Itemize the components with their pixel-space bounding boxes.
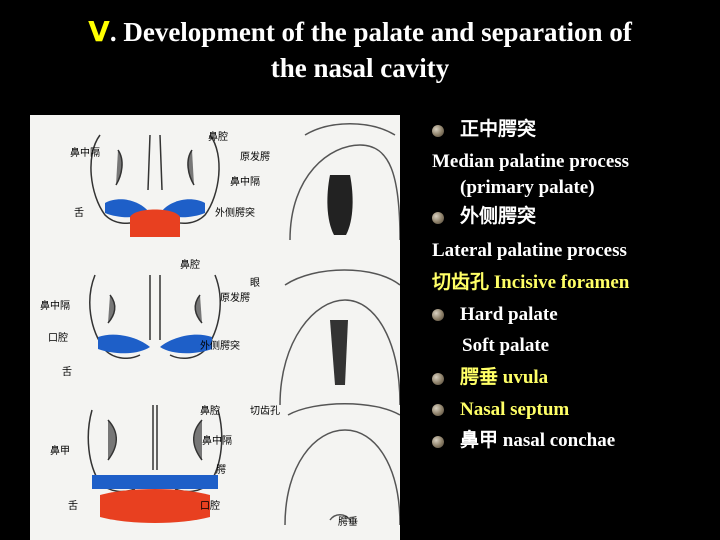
palate-diagram bbox=[87, 123, 400, 526]
slide-title: Ⅴ. Development of the palate and separat… bbox=[0, 14, 720, 86]
term-median-en: Median palatine process bbox=[432, 151, 630, 172]
bullet-icon bbox=[432, 309, 444, 321]
palatal-cleft-stage2 bbox=[330, 320, 348, 385]
palatal-view-stage3 bbox=[284, 403, 400, 526]
tongue-stage3 bbox=[100, 489, 210, 523]
term-median-en2: (primary palate) bbox=[460, 177, 595, 198]
label-primary-palate: 原发腭 bbox=[220, 293, 250, 304]
tongue-stage1 bbox=[130, 209, 180, 237]
label-tongue: 舌 bbox=[62, 367, 72, 378]
bullet-icon bbox=[432, 404, 444, 416]
lateral-palatine-left-2 bbox=[98, 334, 150, 354]
bullet-icon bbox=[432, 436, 444, 448]
label-lateral-palatine-process: 外侧腭突 bbox=[215, 208, 255, 219]
palatal-view-stage2 bbox=[279, 269, 400, 406]
term-lateral-en: Lateral palatine process bbox=[432, 240, 627, 261]
term-incisive-foramen: 切齿孔 Incisive foramen bbox=[432, 272, 630, 293]
palate-development-figure: 鼻腔 鼻中隔 原发腭 鼻中隔 舌 外侧腭突 鼻腔 眼 原发腭 鼻中隔 口腔 外侧… bbox=[30, 115, 400, 540]
title-line1: . Development of the palate and separati… bbox=[109, 17, 632, 47]
label-nasal-cavity: 鼻腔 bbox=[208, 132, 228, 143]
palatal-view-stage1 bbox=[289, 123, 400, 241]
label-primary-palate: 原发腭 bbox=[240, 152, 270, 163]
coronal-section-stage1 bbox=[90, 134, 220, 225]
term-uvula: 腭垂 uvula bbox=[460, 367, 549, 388]
label-nasal-septum: 鼻中隔 bbox=[70, 148, 100, 159]
term-lateral-cn: 外侧腭突 bbox=[460, 206, 537, 227]
palatal-cleft-stage1 bbox=[327, 175, 353, 235]
label-oral-cavity: 口腔 bbox=[48, 333, 68, 344]
label-palate: 腭 bbox=[216, 465, 226, 476]
term-soft-palate: Soft palate bbox=[462, 335, 550, 356]
fused-palate bbox=[92, 475, 218, 489]
term-nasal-conchae: 鼻甲 nasal conchae bbox=[460, 430, 616, 451]
term-median-cn: 正中腭突 bbox=[460, 119, 537, 140]
label-tongue: 舌 bbox=[68, 501, 78, 512]
lateral-palatine-right-2 bbox=[160, 334, 212, 354]
label-nasal-septum: 鼻中隔 bbox=[202, 436, 232, 447]
label-oral-cavity: 口腔 bbox=[200, 501, 220, 512]
title-numeral: Ⅴ bbox=[88, 15, 110, 48]
label-nasal-concha: 鼻甲 bbox=[50, 446, 70, 457]
label-nasal-septum: 鼻中隔 bbox=[230, 177, 260, 188]
bullet-icon bbox=[432, 212, 444, 224]
label-incisive-foramen: 切齿孔 bbox=[250, 406, 280, 417]
bullet-icon bbox=[432, 373, 444, 385]
label-eye: 眼 bbox=[250, 278, 260, 289]
label-nasal-cavity: 鼻腔 bbox=[200, 406, 220, 417]
title-line2: the nasal cavity bbox=[270, 53, 450, 83]
label-uvula: 腭垂 bbox=[338, 517, 358, 528]
term-nasal-septum: Nasal septum bbox=[460, 399, 570, 420]
bullet-icon bbox=[432, 125, 444, 137]
label-nasal-cavity: 鼻腔 bbox=[180, 260, 200, 271]
label-nasal-septum: 鼻中隔 bbox=[40, 301, 70, 312]
label-lateral-palatine-process: 外侧腭突 bbox=[200, 341, 240, 352]
term-hard-palate: Hard palate bbox=[460, 304, 558, 325]
label-tongue: 舌 bbox=[74, 208, 84, 219]
